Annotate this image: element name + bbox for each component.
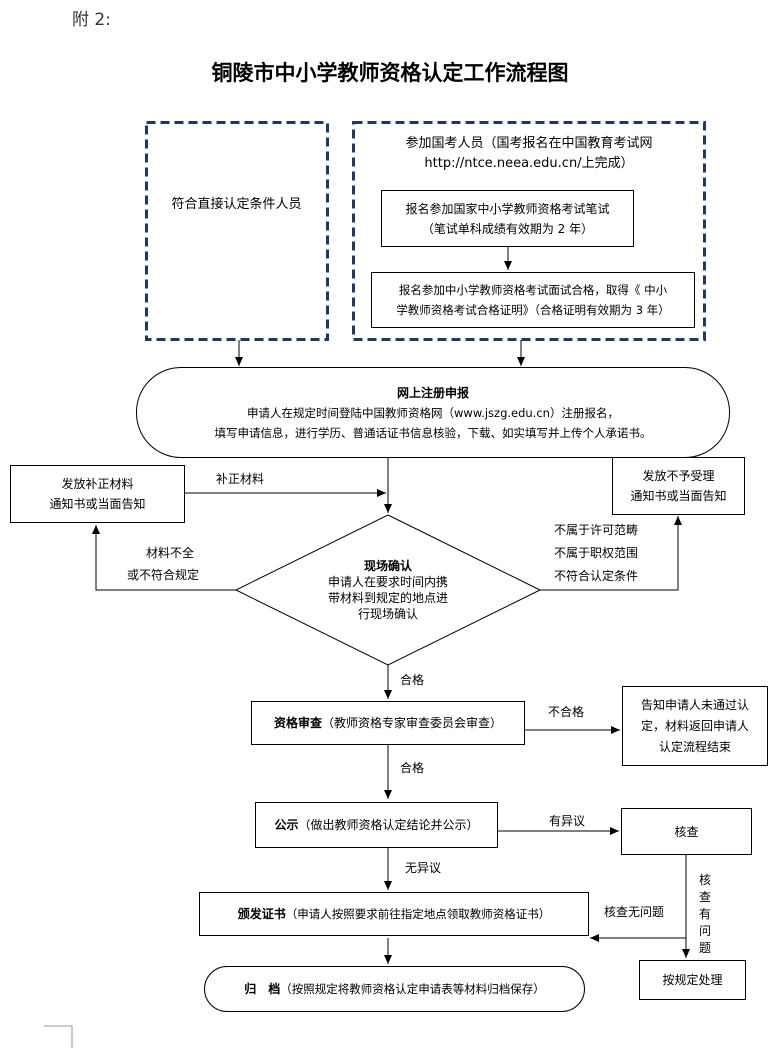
label-objection: 有异议 [549,814,586,828]
archive-box: 归 档（按照规定将教师资格认定申请表等材料归档保存） [204,966,585,1012]
archive-detail: （按照规定将教师资格认定申请表等材料归档保存） [280,982,545,996]
label-has-problem-char: 问 [698,924,711,938]
handle-per-rules-box: 按规定处理 [639,960,746,1000]
publicity-detail: （做出教师资格认定结论并公示） [298,818,479,832]
online-registration-title: 网上注册申报 [396,385,469,400]
attachment-label: 附 2: [72,10,111,30]
written-exam-line1: 报名参加国家中小学教师资格考试笔试 [405,201,610,216]
verification-box: 核查 [621,808,752,855]
verification-label: 核查 [674,824,699,839]
label-has-problem-char: 查 [698,890,711,904]
reject-notice-box: 发放不予受理 通知书或当面告知 [612,457,745,515]
label-supplement: 补正材料 [216,472,265,486]
onsite-line3: 行现场确认 [357,607,418,621]
qualification-review-box: 资格审查（教师资格专家审查委员会审查） [251,701,525,745]
onsite-line1: 申请人在要求时间内携 [327,575,448,589]
label-has-problem: 核 查 有 问 题 [697,872,713,957]
written-exam-box: 报名参加国家中小学教师资格考试笔试 （笔试单科成绩有效期为 2 年） [381,190,634,247]
issue-title: 颁发证书 [237,907,286,921]
label-incomplete-1: 材料不全 [146,546,195,560]
reject-notice-line2: 通知书或当面告知 [630,489,727,503]
direct-box-border [145,121,329,341]
label-incomplete-2: 或不符合规定 [127,568,200,582]
online-registration-line1: 申请人在规定时间登陆中国教师资格网（www.jszg.edu.cn）注册报名， [247,405,619,420]
online-registration-box: 网上注册申报 申请人在规定时间登陆中国教师资格网（www.jszg.edu.cn… [136,367,730,458]
label-has-problem-char: 题 [698,941,711,955]
label-reject-3: 不符合认定条件 [554,569,639,583]
reject-notice-line1: 发放不予受理 [642,469,715,483]
exam-box-border [352,121,706,341]
direct-qualification-label: 符合直接认定条件人员 [171,197,302,212]
supplement-notice-line2: 通知书或当面告知 [49,497,146,511]
publicity-title: 公示 [274,818,299,832]
label-has-problem-char: 有 [698,907,711,921]
onsite-confirmation: 现场确认 申请人在要求时间内携 带材料到规定的地点进 行现场确认 [300,558,476,622]
notify-line3: 认定流程结束 [658,739,731,754]
label-has-problem-char: 核 [698,873,711,887]
onsite-title: 现场确认 [363,559,412,573]
label-no-problem: 核查无问题 [604,905,665,919]
supplement-notice-box: 发放补正材料 通知书或当面告知 [10,465,185,523]
label-no-objection: 无异议 [405,861,442,875]
notify-line1: 告知申请人未通过认 [640,697,749,712]
interview-box: 报名参加中小学教师资格考试面试合格，取得《 中小 学教师资格考试合格证明》（合格… [371,272,695,328]
interview-line2: 学教师资格考试合格证明》（合格证明有效期为 3 年） [396,303,670,317]
label-reject-1: 不属于许可范畴 [554,523,639,537]
exam-participants-header: 参加国考人员（国考报名在中国教育考试网 http://ntce.neea.edu… [356,134,702,174]
archive-title: 归 档 [244,982,281,996]
interview-line1: 报名参加中小学教师资格考试面试合格，取得《 中小 [398,283,668,297]
review-detail: （教师资格专家审查委员会审查） [322,716,503,730]
online-registration-line2: 填写申请信息，进行学历、普通话证书信息核验，下载、如实填写并上传个人承诺书。 [214,425,652,440]
notify-line2: 定，材料返回申请人 [640,718,749,733]
label-fail: 不合格 [548,705,585,719]
supplement-notice-line1: 发放补正材料 [61,477,134,491]
issue-detail: （申请人按照要求前往指定地点领取教师资格证书） [285,907,551,921]
label-reject-2: 不属于职权范围 [554,546,639,560]
exam-header-line2: http://ntce.neea.edu.cn/上完成） [424,156,634,171]
page-title: 铜陵市中小学教师资格认定工作流程图 [211,60,569,85]
review-title: 资格审查 [273,716,322,730]
publicity-box: 公示（做出教师资格认定结论并公示） [255,802,498,848]
written-exam-line2: （笔试单科成绩有效期为 2 年） [421,221,594,236]
label-pass-onsite: 合格 [400,673,425,687]
onsite-line2: 带材料到规定的地点进 [327,591,448,605]
exam-header-line1: 参加国考人员（国考报名在中国教育考试网 [405,136,653,151]
label-pass-review: 合格 [400,761,425,775]
issue-certificate-box: 颁发证书（申请人按照要求前往指定地点领取教师资格证书） [199,892,589,936]
notify-failed-box: 告知申请人未通过认 定，材料返回申请人 认定流程结束 [622,686,768,766]
handle-per-rules-label: 按规定处理 [662,973,723,987]
